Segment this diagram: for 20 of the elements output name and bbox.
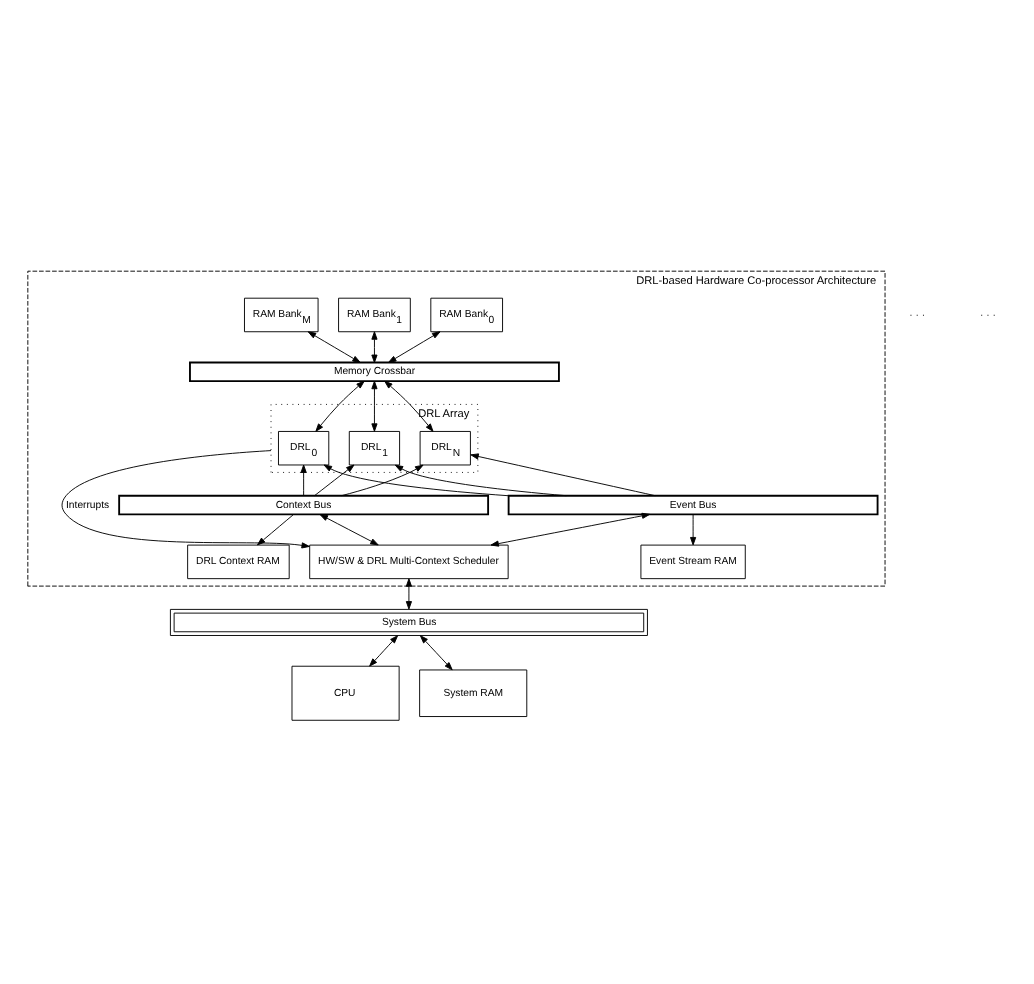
arrow	[315, 380, 365, 432]
arrow	[323, 464, 510, 497]
arrow	[307, 331, 361, 363]
arrow	[341, 464, 424, 497]
arrow	[313, 464, 355, 497]
arrow	[384, 380, 434, 432]
arrow	[371, 380, 378, 432]
arrow	[319, 514, 379, 546]
arrow	[369, 635, 399, 667]
arrow	[419, 635, 453, 671]
arrow	[61, 450, 310, 549]
arrow	[490, 512, 651, 547]
arrow	[371, 331, 378, 363]
arrow	[300, 464, 307, 497]
arrow	[470, 453, 656, 497]
arrow	[257, 514, 294, 546]
arrow	[394, 464, 567, 497]
arrow	[388, 331, 441, 363]
arrow	[690, 514, 697, 546]
arrow	[405, 578, 412, 610]
